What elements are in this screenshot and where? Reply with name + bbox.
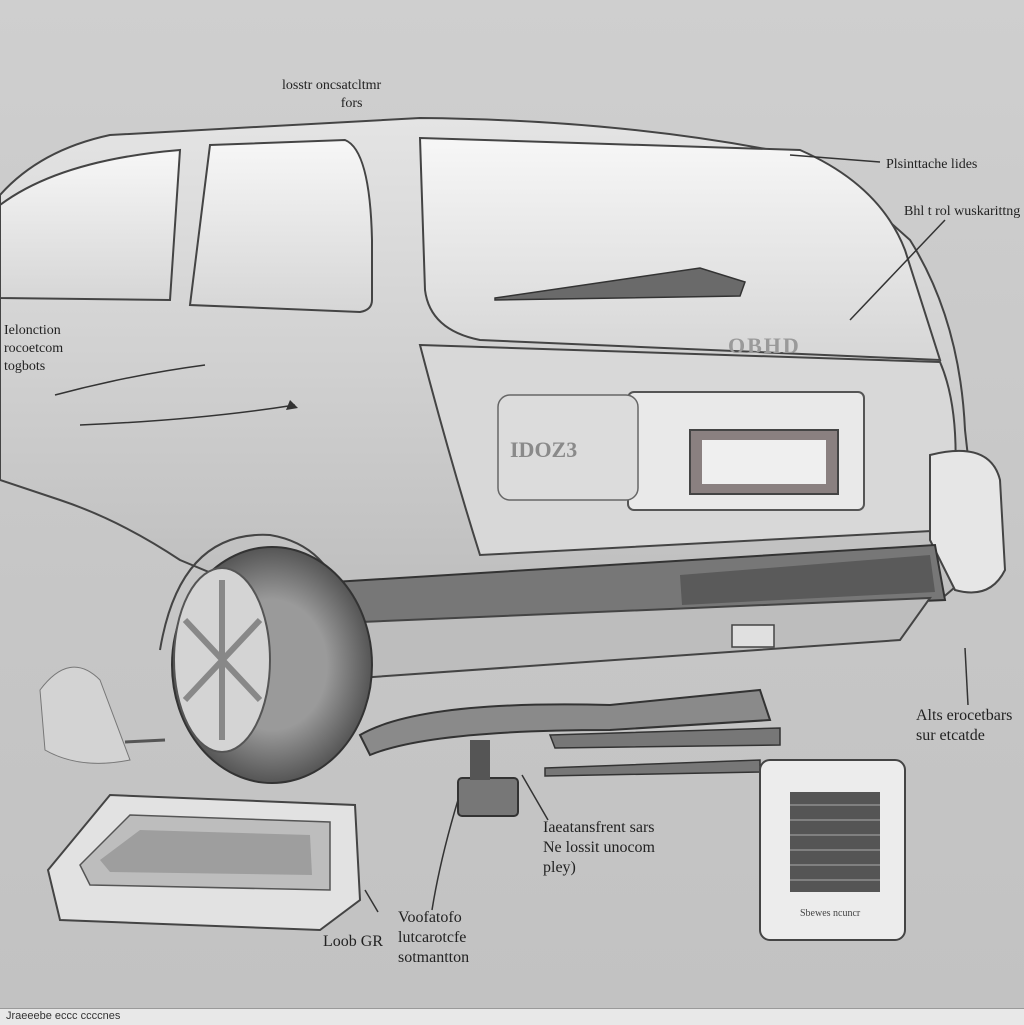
label-bottom-center-line-2: lutcarotcfe [398, 929, 467, 946]
side-window-rear [188, 138, 373, 314]
label-center-component-line-3: pley) [543, 859, 576, 876]
label-side-left-line-3: togbots [4, 359, 46, 374]
exhaust-pipe [358, 688, 772, 757]
label-side-left-line-1: Ielonction [4, 323, 61, 338]
label-bottom-left: Loob GR [323, 932, 383, 952]
label-side-left-line-2: rocoetcom [4, 341, 64, 356]
rear-window [418, 136, 942, 362]
label-top-line-1: losstr oncsatcltmr [282, 78, 382, 93]
label-bottom-left-line-1: Loob GR [323, 933, 383, 950]
label-center-component-line-2: Ne lossit unocom [543, 839, 655, 856]
label-rear-wiper-line-1: Bhl t rol wuskarittng [904, 204, 1021, 219]
label-top-line-2: fors [340, 96, 363, 111]
leader-lines [54, 154, 969, 913]
label-center-component: Iaeatansfrent sars Ne lossit unocom pley… [543, 818, 655, 878]
tail-light [929, 449, 1007, 594]
label-rear-glass-line-1: Plsinttache lides [886, 157, 978, 172]
label-right-component: Alts erocetbars sur etcatde [916, 706, 1012, 746]
footer-text: Jraeeebe eccc ccccnes [6, 1010, 121, 1022]
label-center-component-line-1: Iaeatansfrent sars [543, 819, 655, 836]
footer-bar: Jraeeebe eccc ccccnes [0, 1008, 1024, 1025]
obd-connector [457, 777, 519, 817]
label-right-component-line-1: Alts erocetbars [916, 707, 1013, 724]
module-plate-text: Sbewes ncuncr [800, 908, 861, 919]
label-bottom-center: Voofatofo lutcarotcfe sotmantton [398, 908, 469, 968]
rear-wiper [494, 267, 746, 301]
label-right-component-line-2: sur etcatde [916, 727, 985, 744]
label-top: losstr oncsatcltmr fors [282, 77, 381, 113]
tailgate-badge: OBHD [728, 333, 801, 358]
label-rear-glass: Plsinttache lides [886, 156, 977, 174]
car-badge: IDOZ3 [510, 437, 578, 462]
label-bottom-center-line-3: sotmantton [398, 949, 470, 966]
label-side-left: Ielonction rocoetcom togbots [4, 322, 63, 376]
label-rear-wiper: Bhl t rol wuskarittng [904, 203, 1020, 221]
label-bottom-center-line-1: Voofatofo [398, 909, 462, 926]
side-window-front [0, 148, 182, 302]
